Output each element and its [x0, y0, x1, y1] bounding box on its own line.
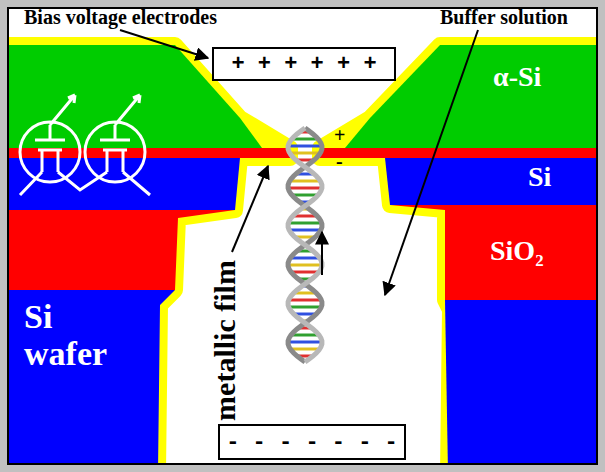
- layer-label: Si: [528, 162, 551, 193]
- callout-label: Buffer solution: [440, 6, 568, 28]
- layer-label: Si wafer: [24, 298, 134, 373]
- transistor-symbol: [20, 95, 150, 195]
- bias-electrode: - - - - - - -: [218, 424, 406, 460]
- electrode-charge: + + + + + +: [231, 52, 376, 77]
- bias-electrode: + + + + + +: [212, 47, 396, 81]
- dna-helix: [288, 128, 322, 362]
- electrode-charge: - - - - - - -: [226, 430, 398, 455]
- layer-label: SiO₂: [490, 236, 544, 267]
- charge-sign: +: [334, 124, 345, 146]
- layer-label: α-Si: [493, 62, 541, 93]
- callout-label: metallic film: [208, 260, 241, 421]
- charge-sign: -: [336, 150, 343, 172]
- callout-label: Bias voltage electrodes: [24, 6, 217, 28]
- leader-line: [120, 30, 478, 295]
